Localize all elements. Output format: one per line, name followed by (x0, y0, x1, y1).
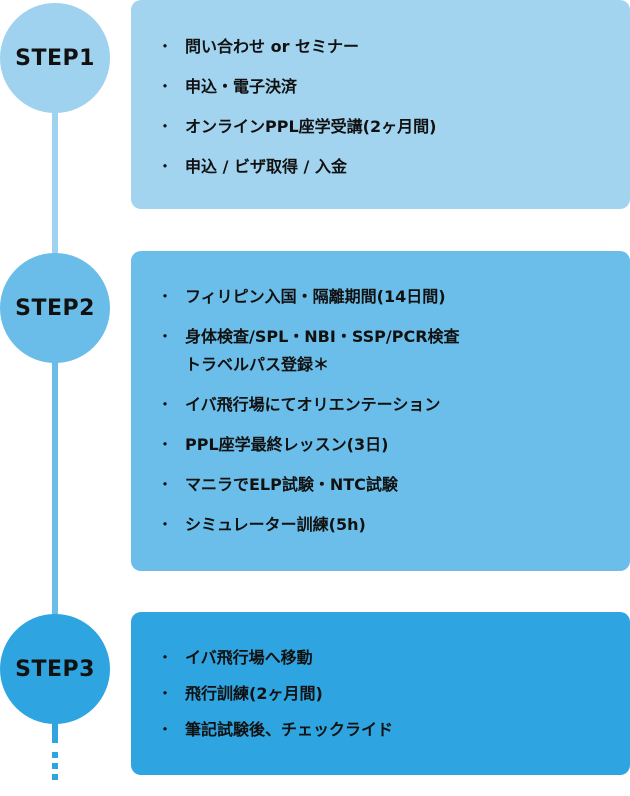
list-item: フィリピン入国・隔離期間(14日間) (157, 283, 630, 311)
list-item: 飛行訓練(2ヶ月間) (157, 680, 630, 708)
timeline-connector-1 (52, 95, 58, 265)
list-item: 筆記試験後、チェックライド (157, 716, 630, 744)
list-item: 身体検査/SPL・NBI・SSP/PCR検査 トラベルパス登録＊ (157, 323, 630, 379)
step3-panel: イバ飛行場へ移動 飛行訓練(2ヶ月間) 筆記試験後、チェックライド (131, 612, 630, 775)
timeline-connector-2 (52, 340, 58, 640)
step2-list: フィリピン入国・隔離期間(14日間) 身体検査/SPL・NBI・SSP/PCR検… (157, 283, 630, 539)
step3-badge: STEP3 (0, 614, 110, 724)
list-item: 申込 / ビザ取得 / 入金 (157, 153, 630, 181)
list-item: 申込・電子決済 (157, 73, 630, 101)
timeline-connector-3 (52, 715, 58, 743)
list-item: イバ飛行場にてオリエンテーション (157, 391, 630, 419)
step1-badge: STEP1 (0, 3, 110, 113)
list-item-line: トラベルパス登録＊ (185, 355, 330, 374)
timeline-continuation-dots (52, 752, 58, 785)
list-item: マニラでELP試験・NTC試験 (157, 471, 630, 499)
list-item: イバ飛行場へ移動 (157, 644, 630, 672)
step1-list: 問い合わせ or セミナー 申込・電子決済 オンラインPPL座学受講(2ヶ月間)… (157, 33, 630, 181)
step2-badge: STEP2 (0, 253, 110, 363)
step1-panel: 問い合わせ or セミナー 申込・電子決済 オンラインPPL座学受講(2ヶ月間)… (131, 0, 630, 209)
list-item: シミュレーター訓練(5h) (157, 511, 630, 539)
list-item: 問い合わせ or セミナー (157, 33, 630, 61)
list-item: PPL座学最終レッスン(3日) (157, 431, 630, 459)
list-item-line: 身体検査/SPL・NBI・SSP/PCR検査 (185, 327, 460, 346)
step3-list: イバ飛行場へ移動 飛行訓練(2ヶ月間) 筆記試験後、チェックライド (157, 644, 630, 744)
step2-panel: フィリピン入国・隔離期間(14日間) 身体検査/SPL・NBI・SSP/PCR検… (131, 251, 630, 571)
list-item: オンラインPPL座学受講(2ヶ月間) (157, 113, 630, 141)
